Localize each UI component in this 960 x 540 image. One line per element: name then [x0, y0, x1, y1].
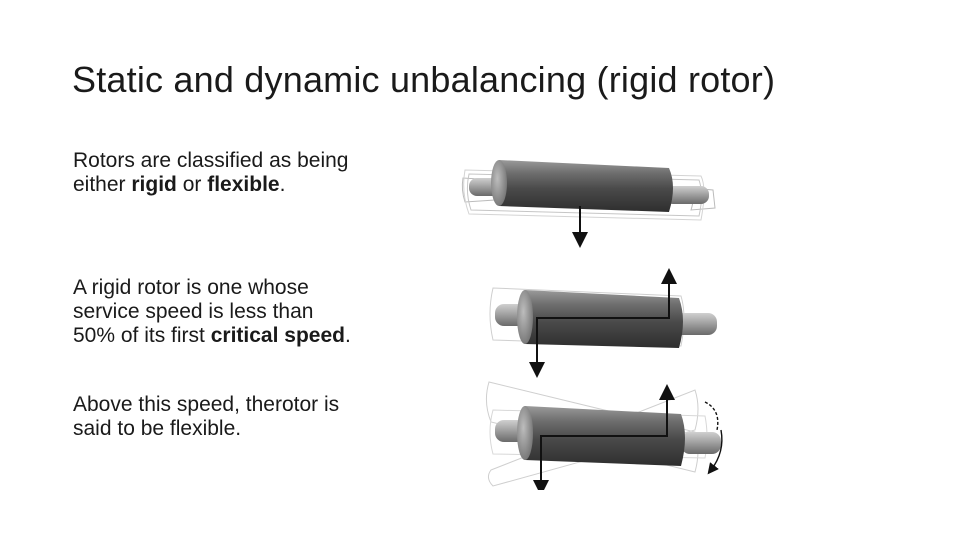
couple-unbalance-rotor	[489, 268, 717, 378]
paragraph-1-connector: or	[176, 173, 208, 196]
paragraph-2-end: .	[344, 324, 351, 347]
term-critical-speed: critical speed	[210, 324, 345, 347]
paragraph-1-end: .	[279, 173, 286, 196]
paragraph-rotor-classification: Rotors are classified as being either ri…	[73, 149, 358, 197]
paragraph-rigid-definition: A rigid rotor is one whose service speed…	[73, 276, 358, 348]
paragraph-1-text: Rotors are classified as being either	[73, 149, 349, 196]
rotor-unbalance-figure	[461, 160, 723, 490]
dynamic-unbalance-rotor	[485, 381, 723, 490]
term-rigid: rigid	[131, 173, 177, 196]
paragraph-flexible-definition: Above this speed, therotor is said to be…	[73, 393, 340, 440]
term-flexible: flexible	[207, 173, 280, 196]
slide-title: Static and dynamic unbalancing (rigid ro…	[72, 59, 776, 100]
static-unbalance-rotor	[461, 160, 716, 248]
paragraph-2-text: A rigid rotor is one whose service speed…	[73, 276, 314, 347]
